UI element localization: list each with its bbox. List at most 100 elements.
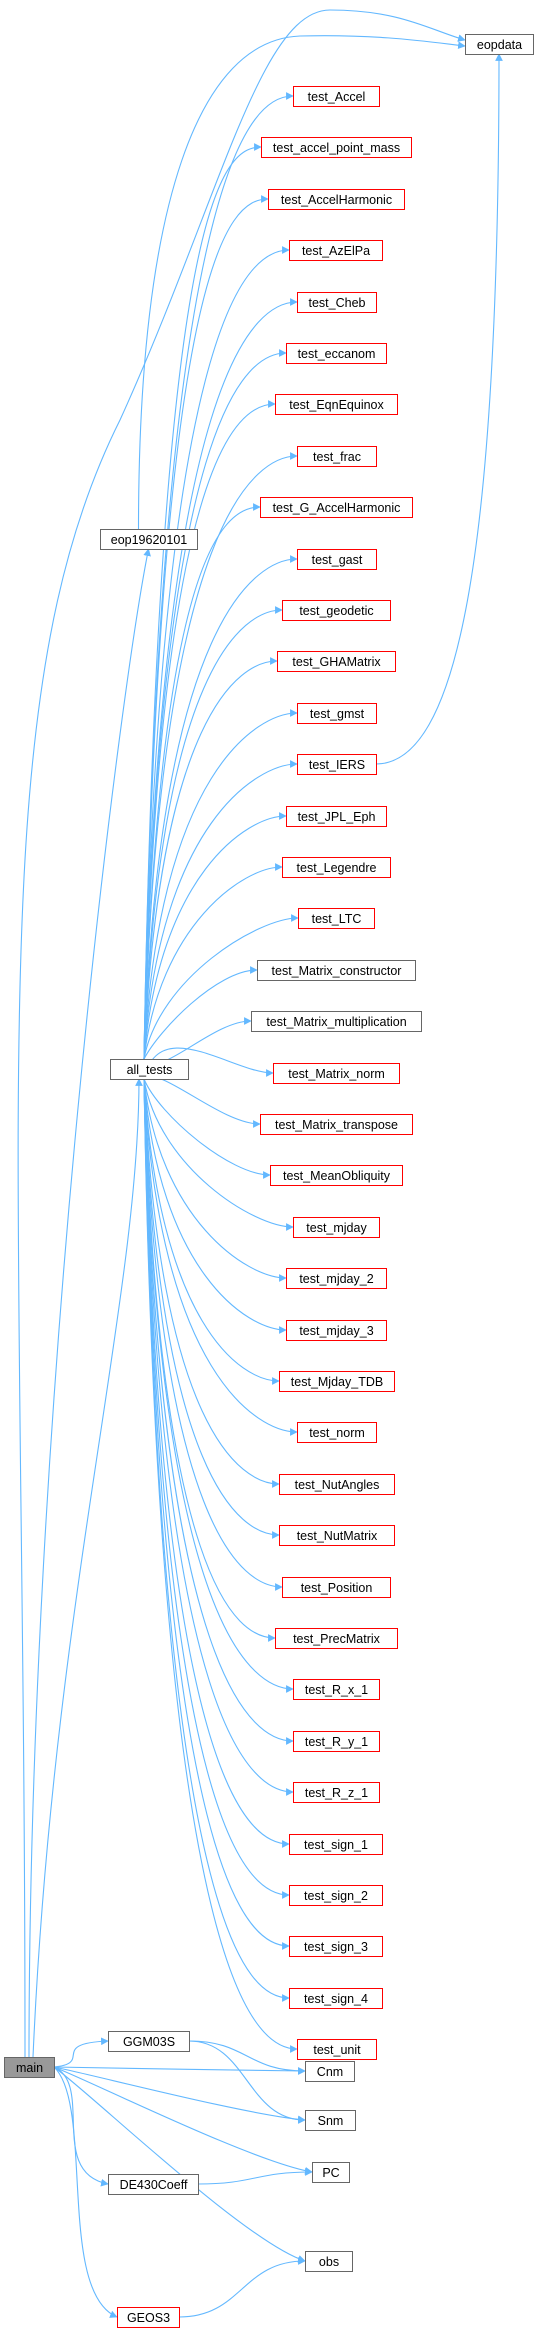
edge-all-tests-to-test-mjday-tdb — [143, 1078, 280, 1385]
node-test-mjday-2[interactable]: test_mjday_2 — [286, 1268, 387, 1289]
edge-all-tests-to-test-unit — [143, 1078, 298, 2053]
node-test-unit[interactable]: test_unit — [297, 2039, 377, 2060]
node-test-meanobliquity[interactable]: test_MeanObliquity — [270, 1165, 403, 1186]
edge-all-tests-to-test-accel-point-mass — [143, 143, 262, 1060]
edge-main-to-de430coeff — [53, 2066, 109, 2187]
node-test-geodetic[interactable]: test_geodetic — [282, 600, 391, 621]
edge-all-tests-to-test-legendre — [143, 863, 283, 1060]
node-test-iers[interactable]: test_IERS — [297, 754, 377, 775]
node-label: test_AccelHarmonic — [281, 193, 392, 207]
node-label: test_mjday_2 — [299, 1272, 373, 1286]
node-label: test_MeanObliquity — [283, 1169, 391, 1183]
node-label: test_sign_4 — [304, 1992, 368, 2006]
node-test-sign-4[interactable]: test_sign_4 — [289, 1988, 383, 2009]
node-box — [260, 497, 413, 518]
node-box — [289, 1988, 383, 2009]
edge-main-to-eop19620101 — [28, 548, 151, 2058]
edge-main-to-pc — [53, 2066, 313, 2175]
node-box — [270, 1165, 403, 1186]
node-test-precmatrix[interactable]: test_PrecMatrix — [275, 1628, 398, 1649]
node-label: test_Accel — [308, 90, 366, 104]
node-test-mjday[interactable]: test_mjday — [293, 1217, 380, 1238]
node-label: test_R_z_1 — [305, 1786, 368, 1800]
node-snm[interactable]: Snm — [305, 2110, 356, 2131]
node-label: test_mjday — [306, 1221, 367, 1235]
node-test-matrix-multiplication[interactable]: test_Matrix_multiplication — [251, 1011, 422, 1032]
node-box — [465, 34, 534, 55]
node-test-accelharmonic[interactable]: test_AccelHarmonic — [268, 189, 405, 210]
node-test-g-accelharmonic[interactable]: test_G_AccelHarmonic — [260, 497, 413, 518]
node-test-position[interactable]: test_Position — [282, 1577, 391, 1598]
node-label: test_gmst — [310, 707, 365, 721]
edge-eop19620101-to-eopdata — [137, 35, 466, 530]
node-label: test_unit — [313, 2043, 361, 2057]
node-box — [108, 2174, 199, 2195]
node-pc[interactable]: PC — [312, 2162, 350, 2183]
node-box — [297, 292, 377, 313]
node-test-sign-2[interactable]: test_sign_2 — [289, 1885, 383, 1906]
node-test-frac[interactable]: test_frac — [297, 446, 377, 467]
node-obs[interactable]: obs — [305, 2251, 353, 2272]
node-label: test_AzElPa — [302, 244, 370, 258]
edge-all-tests-to-test-mjday-3 — [143, 1078, 287, 1334]
node-box — [110, 1059, 189, 1080]
node-test-mjday-tdb[interactable]: test_Mjday_TDB — [279, 1371, 395, 1392]
node-box — [282, 600, 391, 621]
node-eopdata[interactable]: eopdata — [465, 34, 534, 55]
node-label: test_Matrix_multiplication — [266, 1015, 406, 1029]
node-test-ltc[interactable]: test_LTC — [298, 908, 375, 929]
node-box — [275, 1628, 398, 1649]
node-label: test_Position — [301, 1581, 373, 1595]
node-test-matrix-norm[interactable]: test_Matrix_norm — [273, 1063, 400, 1084]
node-box — [279, 1525, 395, 1546]
edge-geos3-to-obs — [178, 2257, 306, 2318]
node-test-matrix-transpose[interactable]: test_Matrix_transpose — [260, 1114, 413, 1135]
node-test-gast[interactable]: test_gast — [297, 549, 377, 570]
node-label: obs — [319, 2255, 339, 2269]
node-box — [298, 908, 375, 929]
node-test-nutangles[interactable]: test_NutAngles — [279, 1474, 395, 1495]
node-box — [297, 2039, 377, 2060]
node-box — [312, 2162, 350, 2183]
node-test-azelpa[interactable]: test_AzElPa — [289, 240, 383, 261]
edge-main-to-snm — [53, 2066, 306, 2124]
node-box — [282, 1577, 391, 1598]
node-test-matrix-constructor[interactable]: test_Matrix_constructor — [257, 960, 416, 981]
node-test-sign-1[interactable]: test_sign_1 — [289, 1834, 383, 1855]
node-main[interactable]: main — [4, 2057, 55, 2078]
node-test-r-x-1[interactable]: test_R_x_1 — [293, 1679, 380, 1700]
node-test-accel-point-mass[interactable]: test_accel_point_mass — [261, 137, 412, 158]
node-label: test_GHAMatrix — [292, 655, 381, 669]
node-test-gmst[interactable]: test_gmst — [297, 703, 377, 724]
node-box — [293, 1731, 380, 1752]
node-de430coeff[interactable]: DE430Coeff — [108, 2174, 199, 2195]
node-test-cheb[interactable]: test_Cheb — [297, 292, 377, 313]
node-label: test_NutAngles — [295, 1478, 380, 1492]
node-test-jpl-eph[interactable]: test_JPL_Eph — [286, 806, 387, 827]
node-ggm03s[interactable]: GGM03S — [108, 2031, 190, 2052]
node-test-sign-3[interactable]: test_sign_3 — [289, 1936, 383, 1957]
node-label: test_R_x_1 — [305, 1683, 368, 1697]
node-test-r-z-1[interactable]: test_R_z_1 — [293, 1782, 380, 1803]
node-test-accel[interactable]: test_Accel — [293, 86, 380, 107]
edge-all-tests-to-test-nutangles — [143, 1078, 280, 1488]
node-cnm[interactable]: Cnm — [305, 2061, 355, 2082]
node-label: test_NutMatrix — [297, 1529, 378, 1543]
node-geos3[interactable]: GEOS3 — [117, 2307, 180, 2328]
node-eop19620101[interactable]: eop19620101 — [100, 529, 198, 550]
edge-all-tests-to-test-r-y-1 — [143, 1078, 294, 1745]
node-test-ghamatrix[interactable]: test_GHAMatrix — [277, 651, 396, 672]
node-box — [108, 2031, 190, 2052]
edge-main-to-cnm — [53, 2066, 306, 2075]
node-test-eqnequinox[interactable]: test_EqnEquinox — [275, 394, 398, 415]
node-test-mjday-3[interactable]: test_mjday_3 — [286, 1320, 387, 1341]
node-test-nutmatrix[interactable]: test_NutMatrix — [279, 1525, 395, 1546]
node-test-r-y-1[interactable]: test_R_y_1 — [293, 1731, 380, 1752]
node-box — [297, 1422, 377, 1443]
node-test-eccanom[interactable]: test_eccanom — [286, 343, 387, 364]
node-test-legendre[interactable]: test_Legendre — [282, 857, 391, 878]
edge-all-tests-to-test-geodetic — [143, 606, 283, 1060]
node-box — [293, 1782, 380, 1803]
node-test-norm[interactable]: test_norm — [297, 1422, 377, 1443]
node-all-tests[interactable]: all_tests — [110, 1059, 189, 1080]
